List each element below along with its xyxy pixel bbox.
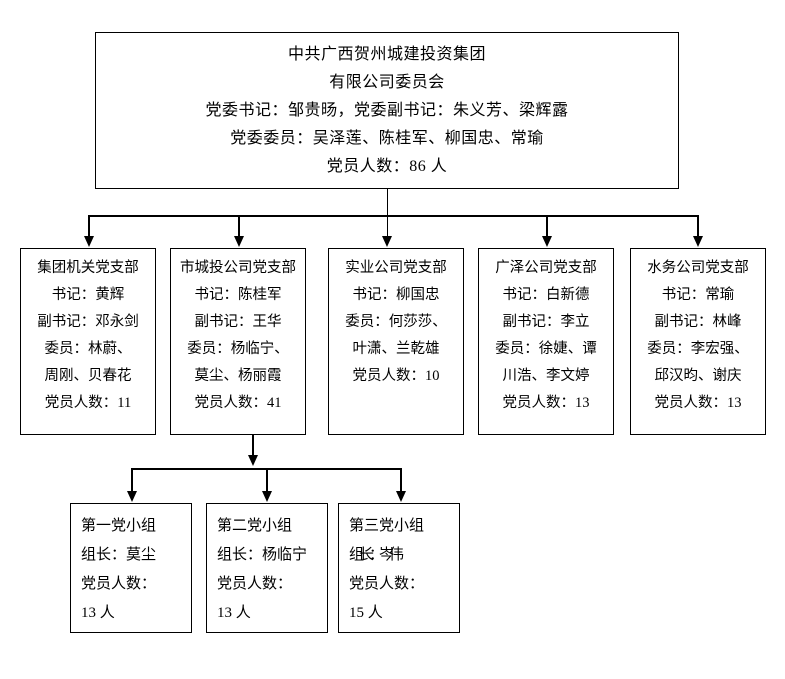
org-node-title: 市城投公司党支部: [180, 260, 296, 276]
org-node-industrial-branch[interactable]: 实业公司党支部 书记：柳国忠 委员：何莎莎、 叶潇、兰乾雄 党员人数：10: [328, 248, 464, 435]
connector-branch2-stem: [252, 435, 254, 457]
org-node-party-group-2[interactable]: 第二党小组 组长：杨临宁 党员人数： 13 人: [206, 503, 328, 633]
org-node-line: 党员人数：13: [654, 395, 742, 411]
org-node-line: 党员人数：: [81, 576, 157, 592]
org-node-title: 广泽公司党支部: [495, 260, 597, 276]
connector-root-vertical: [386, 189, 388, 216]
org-node-line: 书记：陈桂军: [194, 287, 282, 303]
org-node-line: 委员：林蔚、: [44, 341, 132, 357]
org-node-line: 书记：柳国忠: [352, 287, 440, 303]
org-node-line: 党员人数：: [349, 576, 425, 592]
org-node-title: 第三党小组: [349, 518, 425, 534]
org-node-line: 组长：莫尘: [81, 547, 157, 563]
org-node-city-investment-branch[interactable]: 市城投公司党支部 书记：陈桂军 副书记：王华 委员：杨临宁、 莫尘、杨丽霞 党员…: [170, 248, 306, 435]
org-node-title: 第二党小组: [217, 518, 293, 534]
org-node-title: 水务公司党支部: [647, 260, 749, 276]
org-node-line: 叶潇、兰乾雄: [352, 341, 440, 357]
arrow-branch-3: [382, 236, 392, 247]
org-node-line: 副书记：王华: [194, 314, 282, 330]
arrow-group-1: [126, 491, 137, 502]
arrow-branch-5: [692, 236, 703, 247]
org-node-line: 副书记：林峰: [654, 314, 742, 330]
org-node-line: 党员人数：10: [352, 368, 440, 384]
org-node-line: 15 人: [349, 605, 383, 621]
org-node-line: 党委书记：邹贵旸，党委副书记：朱义芳、梁辉露: [205, 101, 569, 119]
connector-drop-branch-4: [546, 215, 548, 237]
org-node-line: 党员人数：86 人: [326, 157, 448, 175]
org-node-party-committee[interactable]: 中共广西贺州城建投资集团 有限公司委员会 党委书记：邹贵旸，党委副书记：朱义芳、…: [95, 32, 679, 189]
org-node-line: 党员人数：: [217, 576, 293, 592]
connector-drop-group-3: [400, 468, 402, 492]
org-node-line: 书记：黄辉: [51, 287, 125, 303]
arrow-group-3: [395, 491, 406, 502]
org-node-line: 党委委员：吴泽莲、陈桂军、柳国忠、常瑜: [230, 129, 544, 147]
org-node-title: 集团机关党支部: [37, 260, 139, 276]
org-node-party-group-3[interactable]: 第三党小组 组长：岑伟 党员人数： 15 人: [338, 503, 460, 633]
org-node-line: 委员：徐婕、谭: [495, 341, 597, 357]
org-node-line: 委员：何莎莎、: [345, 314, 447, 330]
org-node-water-branch[interactable]: 水务公司党支部 书记：常瑜 副书记：林峰 委员：李宏强、 邱汉昀、谢庆 党员人数…: [630, 248, 766, 435]
org-node-line: 邱汉昀、谢庆: [654, 368, 742, 384]
org-node-line: 党员人数：41: [194, 395, 282, 411]
org-node-line: 13 人: [81, 605, 115, 621]
arrow-group-2: [261, 491, 272, 502]
org-node-line: 书记：白新德: [502, 287, 590, 303]
connector-drop-branch-2: [238, 215, 240, 237]
connector-drop-branch-3: [386, 215, 388, 237]
org-node-line: 副书记：邓永剑: [37, 314, 139, 330]
org-node-title: 第一党小组: [81, 518, 157, 534]
connector-drop-branch-5: [697, 215, 699, 237]
org-node-line: 中共广西贺州城建投资集团: [287, 45, 486, 63]
arrow-branch2-stem: [247, 455, 258, 466]
org-node-line: 组长：杨临宁: [217, 547, 308, 563]
org-node-line: 组长：岑伟: [349, 547, 404, 563]
org-node-line: 副书记：李立: [502, 314, 590, 330]
org-node-party-group-1[interactable]: 第一党小组 组长：莫尘 党员人数： 13 人: [70, 503, 192, 633]
org-node-line: 莫尘、杨丽霞: [194, 368, 282, 384]
connector-drop-group-2: [266, 468, 268, 492]
org-node-title: 实业公司党支部: [345, 260, 447, 276]
org-node-line: 党员人数：11: [44, 395, 132, 411]
org-node-line: 川浩、李文婷: [502, 368, 590, 384]
org-node-line: 13 人: [217, 605, 251, 621]
connector-drop-group-1: [131, 468, 133, 492]
arrow-branch-2: [233, 236, 244, 247]
arrow-branch-4: [541, 236, 552, 247]
org-node-line: 周刚、贝春花: [44, 368, 132, 384]
org-node-line: 有限公司委员会: [329, 73, 445, 91]
org-node-line: 委员：杨临宁、: [187, 341, 289, 357]
org-node-line: 党员人数：13: [502, 395, 590, 411]
connector-level2-bus: [88, 215, 698, 217]
org-node-guangze-branch[interactable]: 广泽公司党支部 书记：白新德 副书记：李立 委员：徐婕、谭 川浩、李文婷 党员人…: [478, 248, 614, 435]
org-node-line: 委员：李宏强、: [647, 341, 749, 357]
org-node-group-agency-branch[interactable]: 集团机关党支部 书记：黄辉 副书记：邓永剑 委员：林蔚、 周刚、贝春花 党员人数…: [20, 248, 156, 435]
org-node-line: 书记：常瑜: [661, 287, 735, 303]
connector-drop-branch-1: [88, 215, 90, 237]
arrow-branch-1: [83, 236, 94, 247]
